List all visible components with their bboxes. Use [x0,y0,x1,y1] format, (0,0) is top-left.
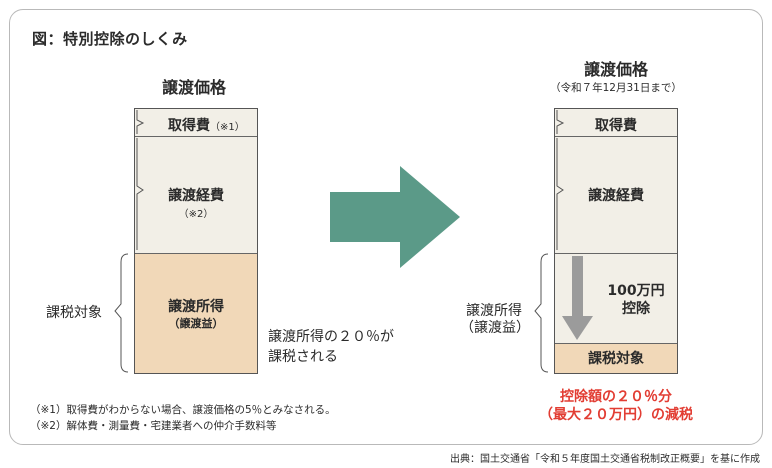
right-subheading: （令和７年12月31日まで） [550,82,682,94]
right-gain-sub-label: （譲渡益） [460,320,530,336]
deduction-down-arrow-icon [562,256,593,340]
right-heading: 譲渡価格 [583,60,648,79]
left-expense-label: 譲渡経費 [168,188,224,204]
right-divider-2 [555,253,677,254]
left-brace-taxable [114,253,129,373]
result-line1: 控除額の２０％分 [560,389,672,405]
left-taxable-label: 課税対象 [46,305,102,321]
left-cost-segment [135,109,257,253]
left-heading: 譲渡価格 [161,78,226,97]
right-acquisition-label: 取得費 [595,118,637,134]
left-expense-note: （※2） [178,209,214,220]
right-gain-label: 譲渡所得 [466,303,522,319]
right-brace-expense [556,138,564,250]
left-brace-acquisition [136,110,145,134]
left-divider-2 [135,253,257,254]
right-divider-1 [555,136,677,137]
left-caption-line2: 課税される [268,349,338,365]
left-gain-segment [135,253,257,373]
footnote-1: （※1）取得費がわからない場合、譲渡価格の5％とみなされる。 [30,404,336,416]
figure-title: 図：特別控除のしくみ [32,30,188,48]
right-divider-3 [555,343,677,344]
left-acquisition-label: 取得費（※1） [168,118,245,134]
right-deduction-label: 控除 [622,301,650,317]
right-taxable-label: 課税対象 [588,351,644,367]
left-brace-expense [136,138,144,250]
result-line2: （最大２０万円）の減税 [539,407,693,423]
left-price-bar [134,108,258,374]
right-expense-label: 譲渡経費 [588,188,644,204]
left-gain-label: 譲渡所得 [168,299,224,315]
right-deduction-amount: 100万円 [607,283,665,299]
left-caption-line1: 譲渡所得の２０％が [268,329,394,345]
transition-arrow-icon [330,166,460,268]
right-brace-gain [534,253,549,373]
right-brace-acquisition [556,110,565,134]
left-divider-1 [135,136,257,137]
right-taxable-segment [555,343,677,373]
left-gain-sub-label: （譲渡益） [168,317,224,330]
source-credit: 出典：国土交通省「令和５年度国土交通省税制改正概要」を基に作成 [450,454,760,465]
footnote-2: （※2）解体費・測量費・宅建業者への仲介手数料等 [30,420,277,432]
